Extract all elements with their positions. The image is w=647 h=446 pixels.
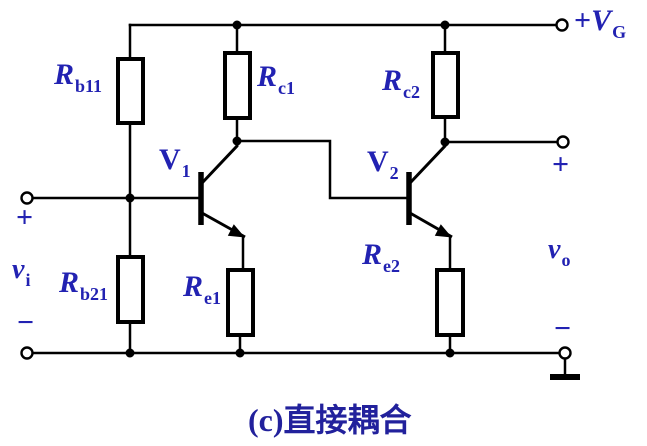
label-re1-main: R bbox=[183, 270, 204, 303]
input-minus-sign: − bbox=[17, 306, 35, 339]
label-re2-sub: e2 bbox=[383, 256, 401, 276]
label-v2-main: V bbox=[367, 145, 389, 178]
label-re1: Re1 bbox=[183, 270, 222, 308]
label-supply-main: V bbox=[591, 4, 612, 37]
junction-dot bbox=[232, 136, 242, 146]
label-re2: Re2 bbox=[362, 238, 401, 276]
caption: (c)直接耦合 bbox=[248, 401, 412, 439]
resistor-rc1 bbox=[223, 51, 252, 120]
transistor-v1-emitter-arrow-icon bbox=[227, 224, 245, 238]
wire-coupling-v1-to-v2 bbox=[235, 139, 410, 200]
label-vi-sub: i bbox=[25, 270, 31, 290]
label-rb11-sub: b11 bbox=[75, 76, 103, 96]
terminal-supply bbox=[555, 18, 569, 32]
terminal-output-top bbox=[556, 135, 570, 149]
label-output-plus: + bbox=[552, 150, 569, 180]
junction-dot bbox=[125, 348, 135, 358]
label-re1-sub: e1 bbox=[204, 288, 222, 308]
label-v1-sub: 1 bbox=[181, 161, 191, 181]
junction-dot bbox=[440, 20, 450, 30]
transistor-v2-collector bbox=[408, 142, 447, 185]
output-plus-sign: + bbox=[552, 148, 570, 181]
transistor-v2-emitter-arrow-icon bbox=[434, 224, 452, 238]
ground-icon bbox=[550, 374, 580, 380]
junction-dot bbox=[125, 193, 135, 203]
caption-text: (c)直接耦合 bbox=[248, 402, 412, 438]
label-supply-vg: +VG bbox=[574, 4, 627, 42]
label-rc2: Rc2 bbox=[382, 64, 421, 102]
resistor-rc2 bbox=[431, 51, 460, 119]
label-rc2-main: R bbox=[382, 64, 403, 97]
label-rb21: Rb21 bbox=[59, 266, 109, 304]
label-vo-sub: o bbox=[561, 250, 571, 270]
label-rc1-sub: c1 bbox=[278, 78, 296, 98]
label-rb11-main: R bbox=[54, 58, 75, 91]
junction-dot bbox=[235, 348, 245, 358]
transistor-v1-collector bbox=[200, 141, 239, 185]
terminal-input-bottom bbox=[20, 346, 34, 360]
terminal-output-bottom bbox=[558, 346, 572, 360]
label-rb21-sub: b21 bbox=[80, 284, 109, 304]
label-rc2-sub: c2 bbox=[403, 82, 421, 102]
terminal-input-top bbox=[20, 191, 34, 205]
label-input-minus: − bbox=[17, 308, 34, 338]
resistor-rb21 bbox=[116, 255, 145, 324]
label-input-plus: + bbox=[16, 203, 33, 233]
input-plus-sign: + bbox=[16, 201, 34, 234]
junction-dot bbox=[440, 137, 450, 147]
label-vo: vo bbox=[548, 234, 571, 270]
label-output-minus: − bbox=[554, 314, 571, 344]
label-vi: vi bbox=[12, 254, 31, 290]
label-supply-plus: + bbox=[574, 4, 592, 37]
resistor-rb11 bbox=[116, 57, 145, 125]
label-supply-sub: G bbox=[612, 22, 627, 42]
label-re2-main: R bbox=[362, 238, 383, 271]
label-vi-main: v bbox=[12, 254, 25, 285]
label-v1-main: V bbox=[159, 143, 181, 176]
resistor-re1 bbox=[226, 268, 255, 337]
label-rc1-main: R bbox=[257, 60, 278, 93]
label-rb11: Rb11 bbox=[54, 58, 103, 96]
label-v2-sub: 2 bbox=[389, 163, 399, 183]
output-minus-sign: − bbox=[554, 312, 572, 345]
label-rc1: Rc1 bbox=[257, 60, 296, 98]
junction-dot bbox=[232, 20, 242, 30]
transistor-v2 bbox=[406, 142, 453, 239]
resistor-re2 bbox=[435, 268, 465, 337]
label-rb21-main: R bbox=[59, 266, 80, 299]
transistor-v1 bbox=[198, 141, 246, 239]
label-v1: V1 bbox=[159, 143, 191, 181]
label-vo-main: v bbox=[548, 234, 561, 265]
junction-dot bbox=[445, 348, 455, 358]
label-v2: V2 bbox=[367, 145, 399, 183]
